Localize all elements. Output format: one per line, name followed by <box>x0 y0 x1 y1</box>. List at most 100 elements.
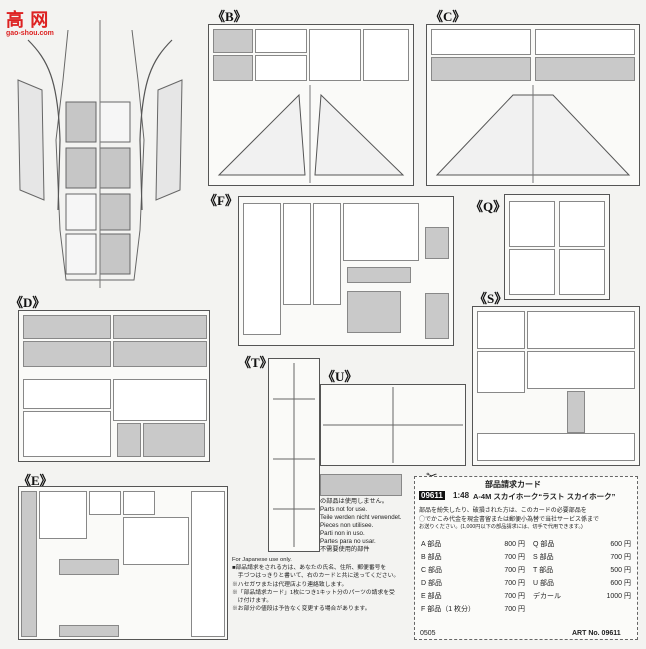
sprue-d-cell <box>143 423 205 457</box>
sprue-u-label: 《U》 <box>322 369 358 384</box>
sprue-s-label: 《S》 <box>474 291 508 306</box>
jp-line: 手づつはっきりと書いて、右のカードと共に送ってください。 <box>232 573 400 580</box>
sprue-b-cell <box>213 29 253 53</box>
sprue-d-cell <box>23 379 111 409</box>
sprue-s-cell <box>527 311 635 349</box>
sprue-e <box>18 486 228 640</box>
footer-code: 0505 <box>420 630 436 637</box>
sprue-q-label: 《Q》 <box>470 199 507 214</box>
sprue-t-label: 《T》 <box>238 355 273 370</box>
sprue-e-cell <box>123 517 189 565</box>
sprue-c-cell <box>431 57 531 81</box>
sprue-s <box>472 306 640 466</box>
sprue-c-wing <box>435 85 631 183</box>
sprue-q-cell <box>559 249 605 295</box>
sprue-b <box>208 24 414 186</box>
site-logo: 高 网 <box>6 10 49 31</box>
card-kit-no: 09611 <box>419 491 445 500</box>
sprue-e-cell <box>21 491 37 637</box>
card-title: 部品請求カード <box>485 480 541 489</box>
sprue-e-cell <box>59 559 119 575</box>
jp-line: ■部品請求をされる方は、あなたの氏名、住所、郵便番号を <box>232 565 387 572</box>
sprue-t <box>268 358 320 552</box>
unused-fr: Pieces non utilisee. <box>320 522 374 529</box>
sprue-e-label: 《E》 <box>18 473 53 488</box>
card-kit-name: A-4M スカイホーク“ラスト スカイホーク” <box>473 492 616 501</box>
unused-de: Teile werden nicht verwendet. <box>320 514 402 521</box>
sprue-q <box>504 194 610 300</box>
sprue-d-cell <box>113 379 207 421</box>
card-desc: 部品を紛失したり、破損された方は、このカードの必要部品を <box>419 508 587 514</box>
sprue-c <box>426 24 640 186</box>
sprue-b-label: 《B》 <box>212 9 247 24</box>
japanese-notes: For Japanese use only. ■部品請求をされる方は、あなたの氏… <box>232 556 410 613</box>
sprue-e-cell <box>89 491 121 515</box>
sprue-q-cell <box>559 201 605 247</box>
card-scale: 1:48 <box>453 491 470 500</box>
sprue-s-cell <box>477 351 525 393</box>
sprue-d-cell <box>113 341 207 367</box>
sprue-e-cell <box>123 491 155 515</box>
sprue-e-cell <box>39 491 87 539</box>
sprue-e-cell <box>191 491 225 637</box>
jp-line: け付けます。 <box>232 598 272 605</box>
sprue-f-cell <box>243 203 281 335</box>
jp-line: ※「部品請求カード」1枚につき1キット分のパーツの請求を受 <box>232 589 395 596</box>
card-desc: ◯でかこみ代金を現金書留または郵便小為替で当社サービス係まで <box>419 517 600 523</box>
sprue-f <box>238 196 454 346</box>
sprue-d-label: 《D》 <box>10 295 46 310</box>
sprue-u <box>320 384 466 466</box>
sprue-d-cell <box>117 423 141 457</box>
sprue-d <box>18 310 210 462</box>
unused-en: Parts not for use. <box>320 506 368 513</box>
site-url: gao-shou.com <box>6 30 54 37</box>
sprue-t-parts <box>273 363 315 547</box>
sprue-f-cell <box>425 293 449 339</box>
unused-it: Parti non in uso. <box>320 530 365 537</box>
unused-es: Partes para no usar. <box>320 538 376 545</box>
jp-header: For Japanese use only. <box>232 557 292 563</box>
sprue-c-cell <box>431 29 531 55</box>
sprue-c-cell <box>535 29 635 55</box>
card-desc: お送りください。(1,000円以下の部品請求には、切手で代用できます。) <box>419 524 583 530</box>
unused-cn: 不需要使用的部件 <box>320 546 370 553</box>
sprue-d-cell <box>23 315 111 339</box>
sprue-u-parts <box>323 387 463 463</box>
sprue-f-cell <box>347 291 401 333</box>
sprue-c-label: 《C》 <box>430 9 466 24</box>
sprue-s-cell <box>527 351 635 389</box>
parts-request-card: 部品請求カード 09611 1:48 A-4M スカイホーク“ラスト スカイホー… <box>414 476 638 640</box>
unused-swatch <box>320 474 402 496</box>
sprue-b-cell <box>255 29 307 53</box>
sprue-b-cell <box>255 55 307 81</box>
sprue-f-cell <box>347 267 411 283</box>
sprue-f-cell <box>313 203 341 305</box>
sprue-a <box>8 20 192 288</box>
art-number: ART No. 09611 <box>572 630 621 637</box>
sprue-b-cell <box>309 29 361 81</box>
sprue-f-cell <box>343 203 419 261</box>
sprue-f-cell <box>425 227 449 259</box>
jp-line: ※ハセガワまたは代理店より連絡致します。 <box>232 581 348 588</box>
jp-line: ※お部分の値段は予告なく変更する場合があります。 <box>232 606 371 613</box>
sprue-b-cell <box>213 55 253 81</box>
unused-notes: の部品は使用しません。 Parts not for use. Teile wer… <box>320 498 402 554</box>
sprue-e-cell <box>59 625 119 637</box>
sprue-s-cell <box>567 391 585 433</box>
sprue-s-cell <box>477 311 525 349</box>
sprue-s-cell <box>477 433 635 461</box>
sprue-q-cell <box>509 249 555 295</box>
sprue-d-cell <box>23 341 111 367</box>
sprue-q-cell <box>509 201 555 247</box>
sprue-d-cell <box>113 315 207 339</box>
sprue-a-outline <box>17 20 183 288</box>
